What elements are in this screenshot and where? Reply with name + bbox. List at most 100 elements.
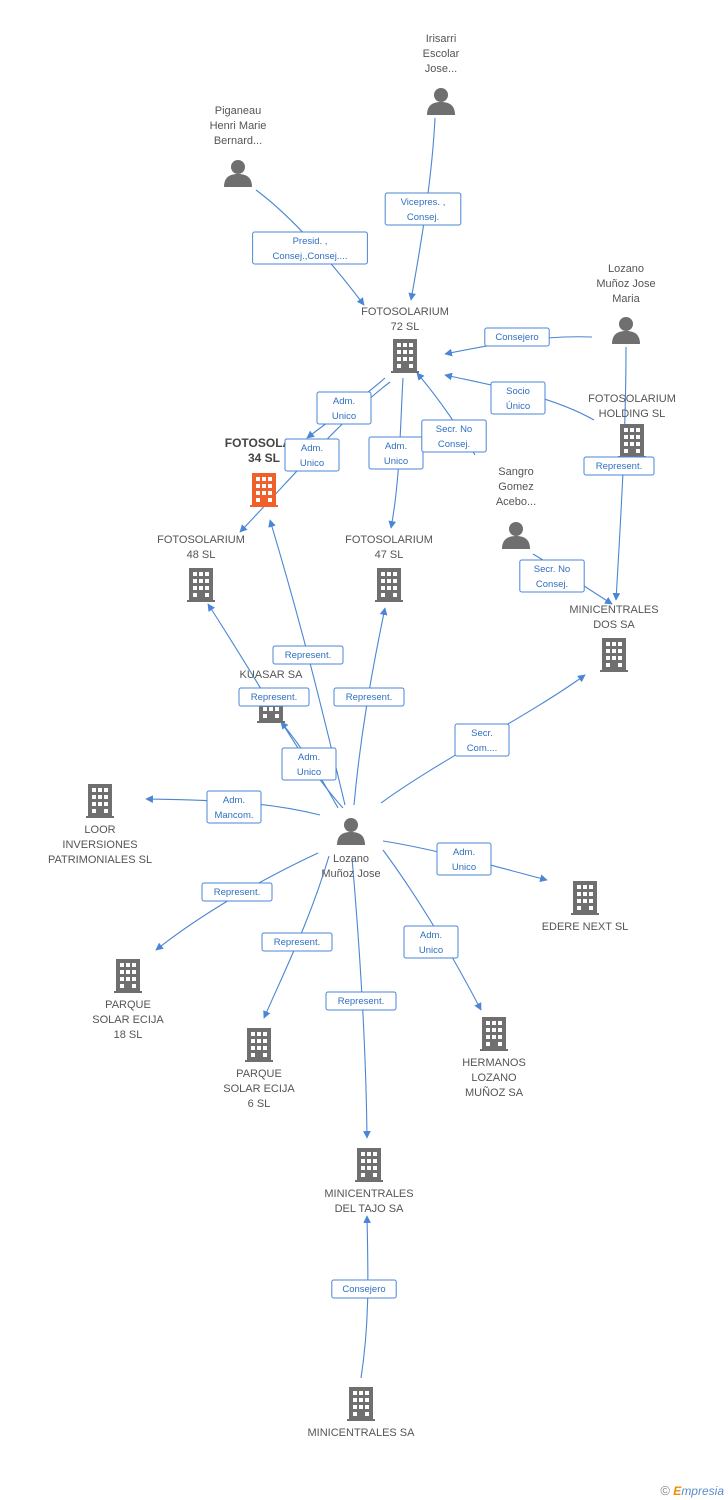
node-label-line: Escolar [423,48,460,60]
edge-label-text: Secr. No [436,424,472,435]
node-label-line: Jose... [425,63,457,75]
node-label-line: Piganeau [215,105,262,117]
building-icon [600,638,628,672]
edge-label-text: Único [506,401,530,412]
edge-label-e7[interactable]: Adm. Unico [284,438,340,472]
node-kuasar[interactable]: KUASAR SA [240,669,304,723]
node-sangro[interactable]: SangroGomezAcebo... [496,466,536,549]
building-icon [187,568,215,602]
edge-label-text: Secr. No [534,564,570,575]
node-label-line: MINICENTRALES [324,1188,413,1200]
edge-label-text: Consej. [407,212,439,223]
edge-label-e11[interactable]: Represent. [272,645,344,665]
edge-label-text: Adm. [223,795,245,806]
edge-label-text: Consejero [495,332,538,343]
node-label-line: Lozano [333,853,369,865]
building-icon [618,424,646,458]
edge-label-e22[interactable]: Consejero [331,1279,397,1299]
edge-label-box [261,932,333,952]
edge-label-text: Represent. [285,650,331,661]
node-label-line: FOTOSOLARI [225,436,303,450]
node-label-line: EDERE NEXT SL [542,921,629,933]
edge-label-box [316,391,372,425]
node-label-line: 72 SL [391,321,420,333]
edge-label-e5[interactable]: Represent. [583,456,655,476]
building-icon [480,1017,508,1051]
edge-label-e1[interactable]: Vicepres. ,Consej. [384,192,462,226]
edge-label-e18[interactable]: Represent. [201,882,273,902]
edge-label-e16[interactable]: Adm.Mancom. [206,790,262,824]
node-label-line: MINICENTRALES [569,604,658,616]
edge-label-e21[interactable]: Represent. [325,991,397,1011]
edge-label-text: Unico [300,458,324,469]
edge-label-box [421,419,487,453]
person-icon [502,522,530,549]
edge-label-text: Unico [384,456,408,467]
edge-label-text: Represent. [274,937,320,948]
building-icon [571,881,599,915]
node-label-line: MUÑOZ SA [465,1086,524,1099]
edge-label-text: Adm. [453,847,475,858]
edge-label-e19[interactable]: Represent. [261,932,333,952]
edge-label-e12[interactable]: Represent. [238,687,310,707]
node-label-line: Gomez [498,481,533,493]
edge-label-text: Consej. [536,579,568,590]
edge-label-e8[interactable]: Adm. Unico [368,436,424,470]
edge-label-text: Unico [419,945,443,956]
node-label-line: Muñoz Jose [321,868,380,880]
edge-label-box [238,687,310,707]
edge-label-text: Adm. [385,441,407,452]
node-label-line: Acebo... [496,496,536,508]
building-icon [250,473,278,507]
edge-label-e10[interactable]: Secr. No Consej. [519,559,585,593]
node-label-line: Henri Marie [210,120,267,132]
edge-label-e14[interactable]: Adm.Unico [281,747,337,781]
node-minidos[interactable]: MINICENTRALES DOS SA [569,604,659,672]
edge-label-box [454,723,510,757]
edge-label-text: Unico [297,767,321,778]
node-label-line: KUASAR SA [240,669,304,681]
edge-label-text: Represent. [346,692,392,703]
node-label-line: 34 SL [248,451,280,465]
edge-label-text: Represent. [251,692,297,703]
edge-label-text: Represent. [338,996,384,1007]
edge-label-e2[interactable]: Presid. ,Consej.,Consej.... [252,231,368,265]
node-label-line: 48 SL [187,549,216,561]
edge-label-box [384,192,462,226]
node-irisarri[interactable]: IrisarriEscolarJose... [423,33,460,115]
edge-label-text: Unico [332,411,356,422]
edge-label-e6[interactable]: Adm.Unico [316,391,372,425]
edge-label-e15[interactable]: Secr.Com.... [454,723,510,757]
node-label-line: LOOR [84,824,115,836]
node-label-line: INVERSIONES [62,839,137,851]
person-icon [612,317,640,344]
edge-label-e3[interactable]: Consejero [484,327,550,347]
edge-label-e13[interactable]: Represent. [333,687,405,707]
node-label-line: FOTOSOLARIUM [588,393,676,405]
node-minisa[interactable]: MINICENTRALES SA [308,1387,416,1439]
node-edere[interactable]: EDERE NEXT SL [542,881,629,933]
edge-label-e20[interactable]: Adm.Unico [403,925,459,959]
edge-label-box [284,438,340,472]
edge-label-e17[interactable]: Adm.Unico [436,842,492,876]
edge-label-box [206,790,262,824]
edge-label-text: Adm. [301,443,323,454]
edge-line-e13 [353,607,388,806]
node-label-line: DOS SA [593,619,635,631]
